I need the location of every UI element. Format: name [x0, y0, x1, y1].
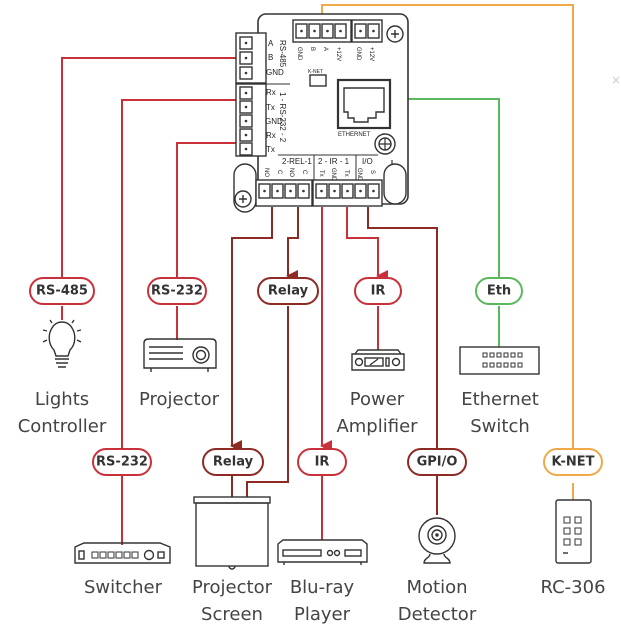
svg-text:RS-232: RS-232	[96, 455, 148, 470]
connection-tags: RS-485 RS-232 Relay IR Eth RS-232 Relay	[29, 277, 603, 476]
svg-text:IR: IR	[371, 284, 386, 299]
pin-io-gnd: GND	[356, 168, 362, 182]
svg-text:RS-485: RS-485	[36, 284, 88, 299]
tag-rs232-switcher: RS-232	[92, 448, 152, 476]
amplifier-icon	[351, 349, 405, 371]
pin-ir-tx1: Tx	[343, 170, 349, 177]
projector-screen-icon	[193, 496, 271, 570]
close-icon[interactable]: ×	[611, 73, 621, 87]
lightbulb-icon	[42, 319, 82, 368]
wire-rs232-switcher	[121, 99, 240, 448]
label-screen-1: Projector	[192, 577, 273, 598]
knet-terminals	[295, 23, 380, 39]
pin-knet-gnd: GND	[296, 47, 302, 61]
tag-knet: K-NET	[543, 448, 603, 476]
label-projector: Projector	[139, 389, 220, 410]
network-switch-icon	[459, 346, 540, 375]
tag-gpio: GPI/O	[407, 448, 467, 476]
wire-relay-top-to-screen	[246, 306, 289, 497]
pin-rs485-a: A	[268, 39, 274, 48]
projector-icon	[143, 338, 217, 372]
pin-relay-no1: NO	[288, 168, 294, 177]
pin-relay-c2: C	[276, 170, 282, 175]
svg-text:IR: IR	[315, 455, 330, 470]
pin-rs232-tx2: Tx	[266, 145, 275, 154]
pin-relay-no2: NO	[263, 168, 269, 177]
io-header: I/O	[362, 157, 373, 166]
svg-text:Relay: Relay	[213, 455, 254, 470]
svg-text:RS-232: RS-232	[151, 284, 203, 299]
pin-rs232-gnd: GND	[265, 117, 283, 126]
pin-relay-c1: C	[301, 170, 307, 175]
label-bluray-1: Blu-ray	[290, 577, 355, 598]
motion-detector-icon	[418, 517, 456, 564]
label-eth-2: Switch	[470, 416, 530, 437]
pin-ir-tx2: Tx	[318, 170, 324, 177]
pin-io-s: S	[369, 170, 375, 174]
pin-ir-gnd: GND	[330, 168, 336, 182]
svg-text:GPI/O: GPI/O	[417, 455, 458, 470]
pin-rs485-gnd: GND	[266, 68, 284, 77]
rs485-terminals	[239, 36, 253, 80]
wire-rs232-projector	[176, 142, 240, 278]
tag-ir-amp: IR	[354, 277, 402, 305]
tag-rs232-projector: RS-232	[147, 277, 207, 305]
wire-rs485	[61, 57, 240, 278]
switcher-icon	[74, 542, 171, 564]
pin-rs232-tx1: Tx	[266, 103, 275, 112]
label-motion-2: Detector	[398, 604, 477, 625]
tag-rs485: RS-485	[29, 277, 95, 305]
tag-relay-top: Relay	[257, 277, 319, 305]
knet-header: K-NET	[308, 69, 323, 75]
tag-eth: Eth	[475, 277, 523, 305]
device-labels: Lights Controller Projector Power Amplif…	[18, 389, 606, 625]
keypad-icon	[555, 499, 592, 564]
pin-power-12v: +12V	[368, 47, 374, 61]
wires	[61, 4, 574, 545]
ethernet-label: ETHERNET	[338, 132, 371, 138]
bluray-player-icon	[277, 539, 368, 565]
wire-relay-screen	[230, 207, 273, 452]
pin-knet-b: B	[309, 47, 315, 51]
pin-rs232-rx2: Rx	[266, 131, 276, 140]
pin-knet-12v: +12V	[335, 47, 341, 61]
pin-power-gnd: GND	[355, 47, 361, 61]
pin-rs485-b: B	[268, 53, 273, 62]
label-bluray-2: Player	[294, 604, 351, 625]
tag-ir-bluray: IR	[297, 448, 347, 476]
wire-ethernet	[390, 98, 500, 278]
label-screen-2: Screen	[201, 604, 263, 625]
relay-header: 2-REL-1	[282, 157, 312, 166]
label-amp-1: Power	[350, 389, 405, 410]
wire-ir-amp	[346, 207, 388, 282]
pin-rs232-rx1: Rx	[266, 88, 276, 97]
rs232-terminals	[239, 86, 253, 156]
label-rc306: RC-306	[540, 577, 605, 598]
tag-relay-screen: Relay	[202, 448, 264, 476]
rs485-header: RS-485	[278, 40, 287, 68]
label-eth-1: Ethernet	[461, 389, 539, 410]
label-switcher: Switcher	[84, 577, 163, 598]
wire-relay-top	[286, 207, 299, 282]
svg-text:K-NET: K-NET	[552, 455, 595, 470]
pin-knet-a: A	[322, 47, 328, 51]
controller-device: A B GND RS-485 Rx Tx GND Rx Tx 1 - RS-23…	[233, 13, 409, 213]
label-amp-2: Amplifier	[336, 416, 418, 437]
svg-text:Eth: Eth	[487, 284, 511, 299]
svg-text:Relay: Relay	[268, 284, 309, 299]
bottom-terminals	[258, 183, 380, 199]
rs232-header: 1 - RS-232 - 2	[278, 92, 287, 143]
wire-gpio	[367, 207, 438, 448]
ir-header: 2 - IR - 1	[318, 157, 350, 166]
label-lights-2: Controller	[18, 416, 107, 437]
label-lights-1: Lights	[35, 389, 89, 410]
label-motion-1: Motion	[406, 577, 467, 598]
